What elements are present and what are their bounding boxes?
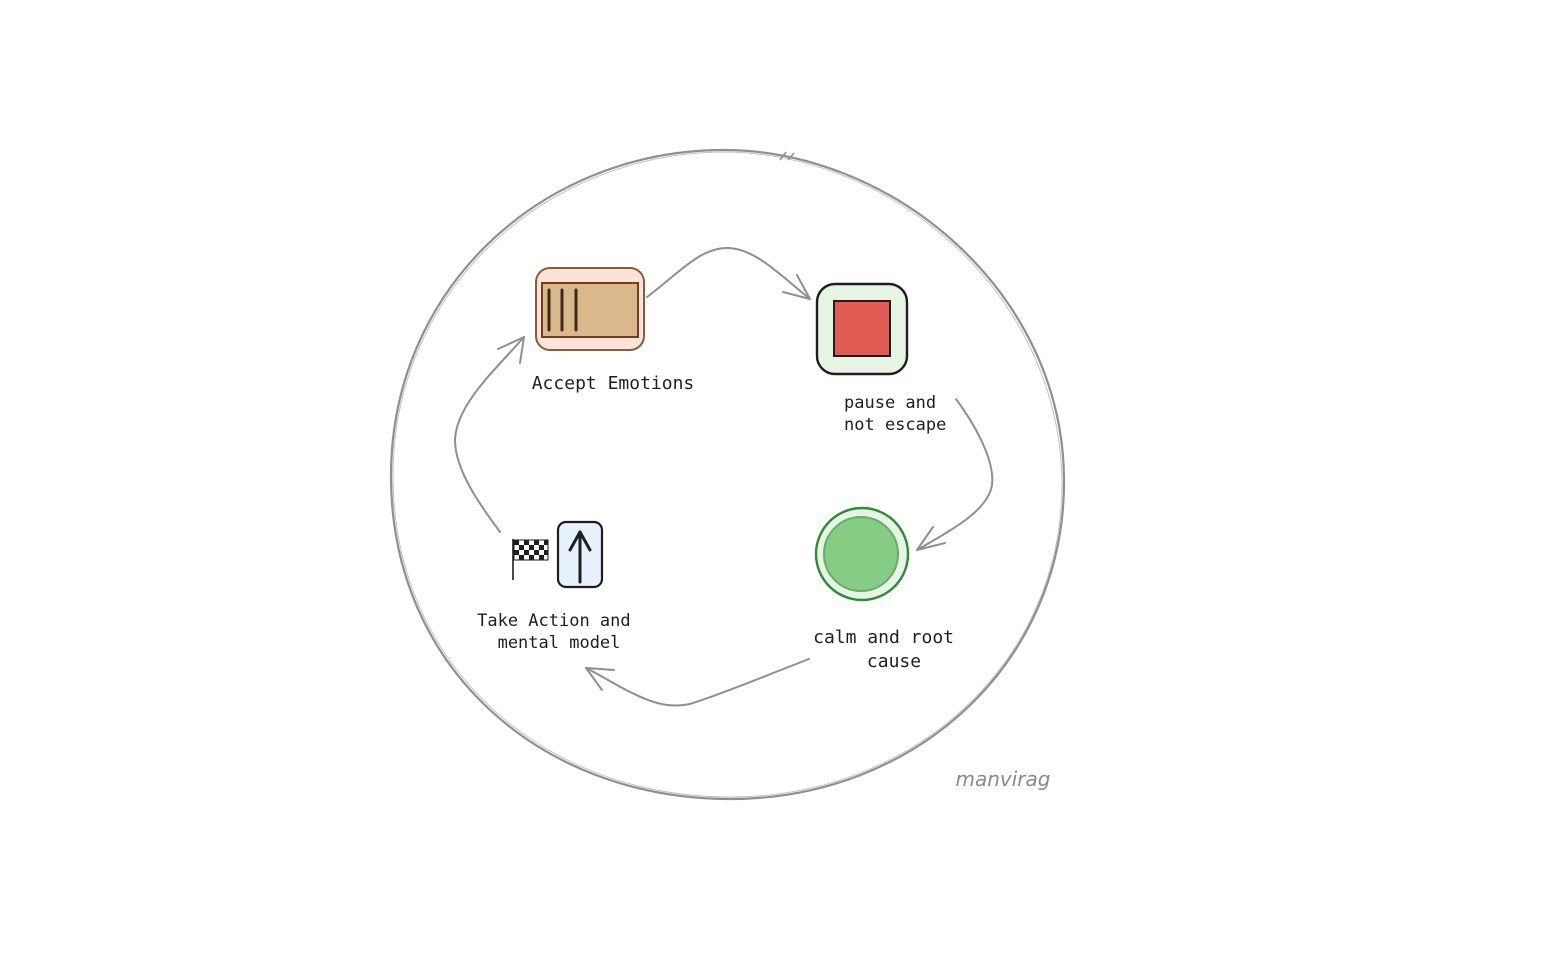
outer-cycle-circle — [389, 148, 1066, 801]
checkered-flag-icon — [512, 539, 549, 580]
accept-emotions-label: Accept Emotions — [532, 373, 695, 394]
connector-pause-to-calm — [916, 398, 994, 551]
take-action-label: Take Action and mental model — [477, 611, 641, 653]
connector-accept-to-pause — [646, 247, 811, 300]
tally-board-icon — [535, 267, 645, 351]
author-signature: manvirag — [956, 767, 1051, 791]
stop-square-icon — [815, 282, 909, 376]
calm-label: calm and root cause — [813, 627, 965, 672]
connector-calm-to-action — [585, 658, 810, 707]
up-arrow-icon — [556, 520, 604, 589]
connector-action-to-accept — [454, 336, 525, 533]
green-circle-icon — [814, 506, 910, 602]
pause-label: pause and not escape — [844, 393, 946, 435]
